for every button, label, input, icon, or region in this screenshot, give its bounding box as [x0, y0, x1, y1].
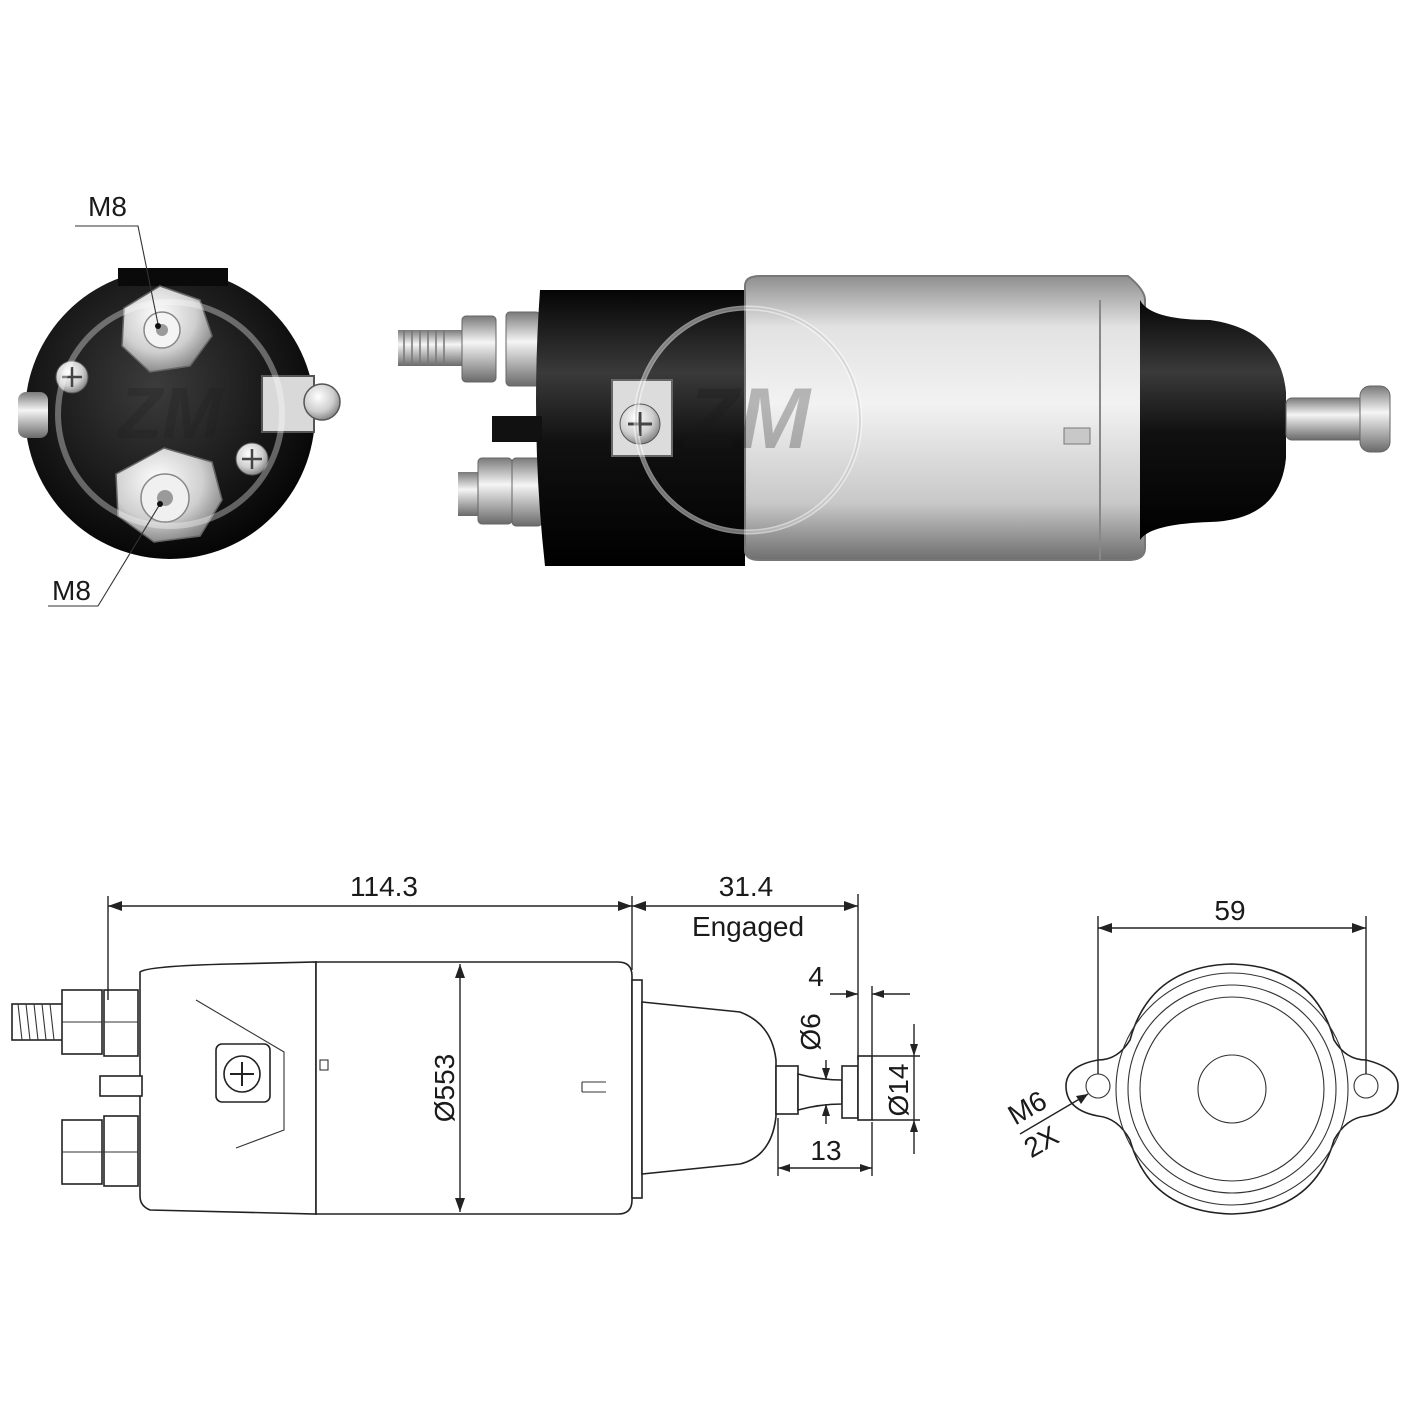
lower-nut	[477, 457, 513, 525]
boot-outline	[641, 1001, 777, 1175]
bracket-nut	[303, 383, 341, 421]
flange-drawing: 59 M6 2X	[1003, 895, 1399, 1215]
upper-nut	[461, 315, 497, 383]
dim-body-diameter: Ø553	[429, 1054, 460, 1123]
flange-ring-mid	[1127, 984, 1337, 1194]
spade-terminal	[492, 416, 542, 442]
plunger-state-label: Engaged	[692, 911, 804, 942]
lower-washer-outline	[103, 1115, 139, 1187]
side-drawing: 114.3 31.4 Engaged 4 Ø6 Ø14 13 Ø553	[11, 871, 920, 1215]
plunger-shaft	[1285, 397, 1365, 441]
dim-head-diameter: Ø14	[883, 1064, 914, 1117]
upper-nut-2	[505, 311, 541, 387]
watermark-ring	[55, 299, 285, 529]
terminal-cap	[25, 269, 315, 559]
callout-bottom-thread: M8	[52, 575, 91, 606]
flange-ring-outer	[1115, 972, 1349, 1206]
callout-thread-leader	[1019, 1093, 1089, 1135]
dim-neck-diameter: Ø6	[795, 1013, 826, 1050]
dim-plunger-travel: 31.4	[719, 871, 774, 902]
plunger-head-outline	[857, 1055, 873, 1121]
dim-overall-length: 114.3	[350, 871, 418, 902]
end-view-photo: ZM M8 M8	[18, 191, 341, 607]
callout-top-thread: M8	[88, 191, 127, 222]
watermark-ring	[633, 305, 863, 535]
dim-hole-spacing: 59	[1214, 895, 1245, 926]
callout-bottom-leader	[48, 503, 161, 607]
plunger-base	[775, 1065, 799, 1115]
dim-collar-width: 4	[808, 961, 824, 992]
upper-washer-outline	[103, 989, 139, 1057]
watermark-logo: ZM	[116, 374, 224, 454]
dim-plunger-length: 13	[810, 1135, 841, 1166]
plunger-collar	[841, 1065, 859, 1119]
steel-housing	[744, 275, 1146, 561]
callout-top-leader	[75, 225, 159, 325]
mounting-stud	[18, 392, 48, 438]
plunger-head	[1359, 385, 1391, 453]
body-outline	[315, 961, 633, 1215]
watermark-logo: ZM	[683, 371, 813, 467]
flange-bore	[1197, 1054, 1267, 1124]
plunger-neck	[797, 1072, 843, 1112]
rubber-boot	[1140, 300, 1286, 540]
flange-ring-inner	[1139, 996, 1325, 1182]
side-view-photo: ZM	[398, 275, 1391, 566]
